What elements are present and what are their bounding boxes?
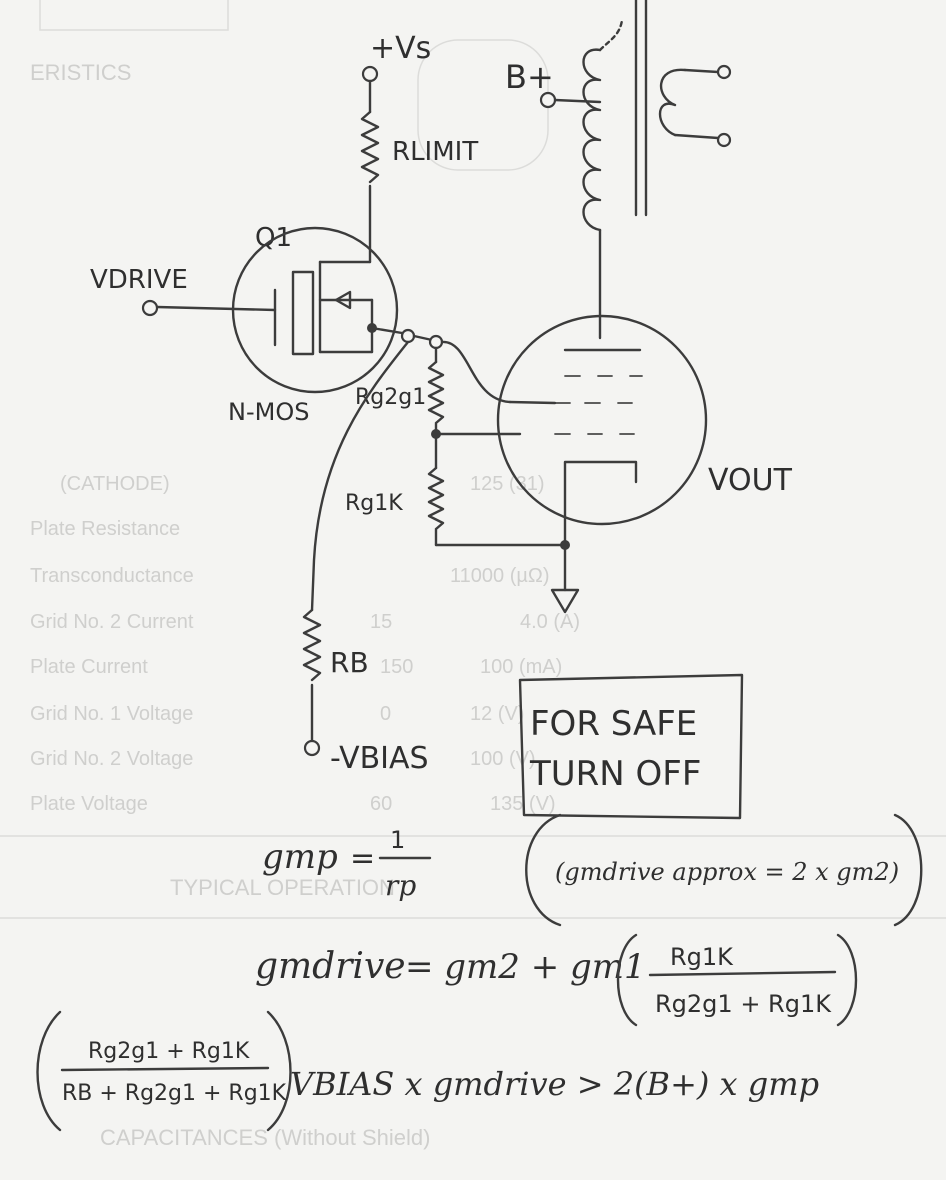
bg-value-8: 100 (V) — [470, 748, 536, 770]
drive-label: VDRIVE — [90, 265, 188, 295]
bias-resistor — [302, 608, 322, 682]
condition-numerator: Rg2g1 + Rg1K — [88, 1039, 250, 1064]
drive-terminal — [141, 299, 159, 317]
tube-cathode — [563, 460, 638, 547]
mosfet-channel — [291, 270, 315, 356]
grid-resistor-label: Rg1K — [345, 491, 403, 516]
secondary-winding — [658, 68, 687, 137]
bg-value-1: 11000 (µΩ) — [450, 565, 549, 587]
bg-row-4: Plate Current — [30, 656, 148, 678]
mosfet-arrow — [334, 290, 352, 310]
bg-value-6: 0 — [380, 703, 391, 725]
gmp-denominator: rp — [385, 869, 416, 902]
bias-terminal — [303, 739, 321, 757]
bg-value-7: 12 (V) — [470, 703, 524, 725]
bg-row-7: Plate Voltage — [30, 793, 148, 815]
bg-row-3: Grid No. 2 Current — [30, 611, 194, 633]
output-transformer: B+ — [505, 0, 732, 340]
svg-text:=: = — [350, 841, 375, 876]
bplus-terminal — [539, 91, 557, 109]
gmdrive-terms: = gm2 + gm1 — [405, 947, 646, 987]
output-label: VOUT — [708, 463, 793, 498]
supply-label: +Vs — [370, 31, 431, 66]
equation-gmp: gmp = 1 rp — [262, 826, 432, 902]
bplus-label: B+ — [505, 58, 554, 96]
bg-row-2: Transconductance — [30, 565, 194, 587]
bg-value-2: 15 — [370, 611, 392, 633]
mosfet-q1: Q1 N-MOS — [228, 223, 399, 426]
equation-condition: Rg2g1 + Rg1K RB + Rg2g1 + Rg1K VBIAS x g… — [36, 1010, 819, 1132]
equation-approx: (gmdrive approx = 2 x gm2) — [525, 813, 923, 927]
bg-value-3: 4.0 (A) — [520, 611, 580, 633]
condition-denominator: RB + Rg2g1 + Rg1K — [62, 1081, 287, 1106]
drive-input: VDRIVE — [90, 265, 277, 317]
supply-branch: +Vs RLIMIT — [360, 31, 478, 264]
bg-value-4: 150 — [380, 656, 413, 678]
bg-row-5: Grid No. 1 Voltage — [30, 703, 193, 725]
bg-row-6: Grid No. 2 Voltage — [30, 748, 193, 770]
bg-value-0: 125 (31) — [470, 473, 545, 495]
approx-note: (gmdrive approx = 2 x gm2) — [555, 858, 899, 886]
bias-resistor-label: RB — [330, 646, 369, 679]
primary-winding — [582, 48, 602, 232]
bg-value-5: 100 (mA) — [480, 656, 562, 678]
screen-resistor — [427, 360, 445, 425]
note-line-2: TURN OFF — [529, 754, 701, 794]
bg-row-1: Plate Resistance — [30, 518, 180, 540]
equation-gmdrive: gmdrive = gm2 + gm1 Rg1K Rg2g1 + Rg1K — [255, 933, 858, 1027]
condition-tail: VBIAS x gmdrive > 2(B+) x gmp — [290, 1065, 819, 1103]
bg-value-9: 60 — [370, 793, 392, 815]
note-box: FOR SAFE TURN OFF — [518, 673, 744, 820]
limit-resistor — [360, 110, 380, 184]
supply-terminal — [361, 65, 379, 83]
gmp-numerator: 1 — [390, 826, 405, 854]
bg-section: TYPICAL OPERATION — [170, 875, 395, 900]
grid-divider: Rg2g1 Rg1K — [345, 346, 567, 547]
tube-envelope — [496, 314, 708, 526]
bias-branch: RB -VBIAS — [302, 340, 429, 776]
ground-symbol — [550, 588, 580, 614]
transistor-type: N-MOS — [228, 398, 309, 426]
background-print: ERISTICS (CATHODE) Plate Resistance Tran… — [0, 0, 946, 1150]
bias-label: -VBIAS — [330, 741, 429, 776]
gmdrive-fraction-num: Rg1K — [670, 943, 734, 971]
limit-resistor-label: RLIMIT — [392, 137, 478, 167]
bg-footer: CAPACITANCES (Without Shield) — [100, 1125, 431, 1150]
bg-header: ERISTICS — [30, 60, 131, 85]
grid-resistor — [427, 466, 445, 531]
power-tube: VOUT — [496, 314, 793, 614]
bg-row-0: (CATHODE) — [60, 473, 170, 495]
source-node — [370, 326, 512, 404]
note-line-1: FOR SAFE — [530, 704, 697, 744]
gmdrive-lhs: gmdrive — [255, 946, 406, 987]
gmdrive-fraction-den: Rg2g1 + Rg1K — [655, 990, 832, 1018]
gmp-lhs: gmp — [262, 837, 338, 877]
